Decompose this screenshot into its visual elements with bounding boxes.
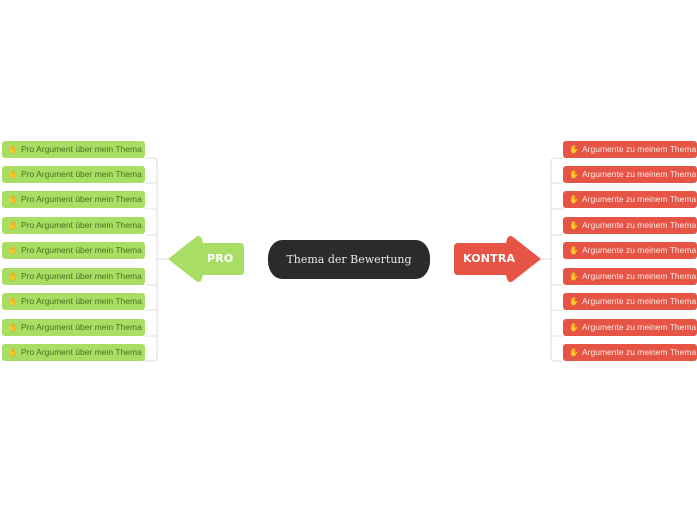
contra-argument-label: Argumente zu meinem Thema: [582, 169, 697, 179]
contra-argument-node[interactable]: ✋Argumente zu meinem Thema: [563, 141, 697, 158]
pro-tick-lines: [145, 182, 157, 337]
pro-argument-node[interactable]: ✋Pro Argument über mein Thema: [2, 141, 145, 158]
contra-argument-label: Argumente zu meinem Thema: [582, 296, 697, 306]
contra-argument-node[interactable]: ✋Argumente zu meinem Thema: [563, 293, 697, 310]
thumbs-down-icon: ✋: [569, 195, 579, 204]
thumbs-down-icon: ✋: [569, 297, 579, 306]
contra-argument-node[interactable]: ✋Argumente zu meinem Thema: [563, 344, 697, 361]
contra-argument-label: Argumente zu meinem Thema: [582, 220, 697, 230]
contra-argument-label: Argumente zu meinem Thema: [582, 245, 697, 255]
thumbs-up-icon: ✋: [8, 246, 18, 255]
contra-argument-label: Argumente zu meinem Thema: [582, 271, 697, 281]
thumbs-up-icon: ✋: [8, 272, 18, 281]
thumbs-down-icon: ✋: [569, 221, 579, 230]
thumbs-up-icon: ✋: [8, 221, 18, 230]
thumbs-down-icon: ✋: [569, 246, 579, 255]
thumbs-up-icon: ✋: [8, 297, 18, 306]
thumbs-up-icon: ✋: [8, 195, 18, 204]
pro-label[interactable]: PRO: [207, 252, 234, 265]
central-topic-label: Thema der Bewertung: [286, 253, 412, 266]
contra-label[interactable]: KONTRA: [463, 252, 516, 265]
pro-argument-label: Pro Argument über mein Thema: [21, 322, 142, 332]
contra-argument-node[interactable]: ✋Argumente zu meinem Thema: [563, 242, 697, 259]
pro-bracket-line: [145, 157, 158, 362]
contra-argument-label: Argumente zu meinem Thema: [582, 347, 697, 357]
contra-arrow-shape[interactable]: [454, 235, 541, 283]
contra-argument-label: Argumente zu meinem Thema: [582, 144, 697, 154]
pro-argument-label: Pro Argument über mein Thema: [21, 194, 142, 204]
contra-argument-node[interactable]: ✋Argumente zu meinem Thema: [563, 319, 697, 336]
contra-argument-node[interactable]: ✋Argumente zu meinem Thema: [563, 166, 697, 183]
pro-argument-node[interactable]: ✋Pro Argument über mein Thema: [2, 242, 145, 259]
contra-argument-node[interactable]: ✋Argumente zu meinem Thema: [563, 217, 697, 234]
pro-argument-node[interactable]: ✋Pro Argument über mein Thema: [2, 268, 145, 285]
thumbs-up-icon: ✋: [8, 170, 18, 179]
contra-argument-node[interactable]: ✋Argumente zu meinem Thema: [563, 191, 697, 208]
pro-argument-node[interactable]: ✋Pro Argument über mein Thema: [2, 319, 145, 336]
contra-argument-label: Argumente zu meinem Thema: [582, 194, 697, 204]
pro-argument-node[interactable]: ✋Pro Argument über mein Thema: [2, 293, 145, 310]
pro-argument-node[interactable]: ✋Pro Argument über mein Thema: [2, 217, 145, 234]
thumbs-up-icon: ✋: [8, 323, 18, 332]
contra-argument-node[interactable]: ✋Argumente zu meinem Thema: [563, 268, 697, 285]
pro-argument-label: Pro Argument über mein Thema: [21, 245, 142, 255]
thumbs-down-icon: ✋: [569, 323, 579, 332]
central-topic-node[interactable]: Thema der Bewertung: [268, 240, 430, 279]
thumbs-up-icon: ✋: [8, 348, 18, 357]
thumbs-down-icon: ✋: [569, 145, 579, 154]
contra-bracket-line: [550, 157, 563, 362]
pro-argument-node[interactable]: ✋Pro Argument über mein Thema: [2, 166, 145, 183]
pro-argument-label: Pro Argument über mein Thema: [21, 169, 142, 179]
pro-argument-node[interactable]: ✋Pro Argument über mein Thema: [2, 344, 145, 361]
pro-arrow-shape[interactable]: [168, 235, 244, 283]
contra-argument-label: Argumente zu meinem Thema: [582, 322, 697, 332]
pro-argument-label: Pro Argument über mein Thema: [21, 296, 142, 306]
pro-argument-label: Pro Argument über mein Thema: [21, 144, 142, 154]
pro-argument-label: Pro Argument über mein Thema: [21, 347, 142, 357]
pro-argument-label: Pro Argument über mein Thema: [21, 271, 142, 281]
thumbs-down-icon: ✋: [569, 272, 579, 281]
thumbs-up-icon: ✋: [8, 145, 18, 154]
pro-argument-node[interactable]: ✋Pro Argument über mein Thema: [2, 191, 145, 208]
contra-tick-lines: [551, 182, 563, 337]
pro-argument-label: Pro Argument über mein Thema: [21, 220, 142, 230]
thumbs-down-icon: ✋: [569, 348, 579, 357]
thumbs-down-icon: ✋: [569, 170, 579, 179]
